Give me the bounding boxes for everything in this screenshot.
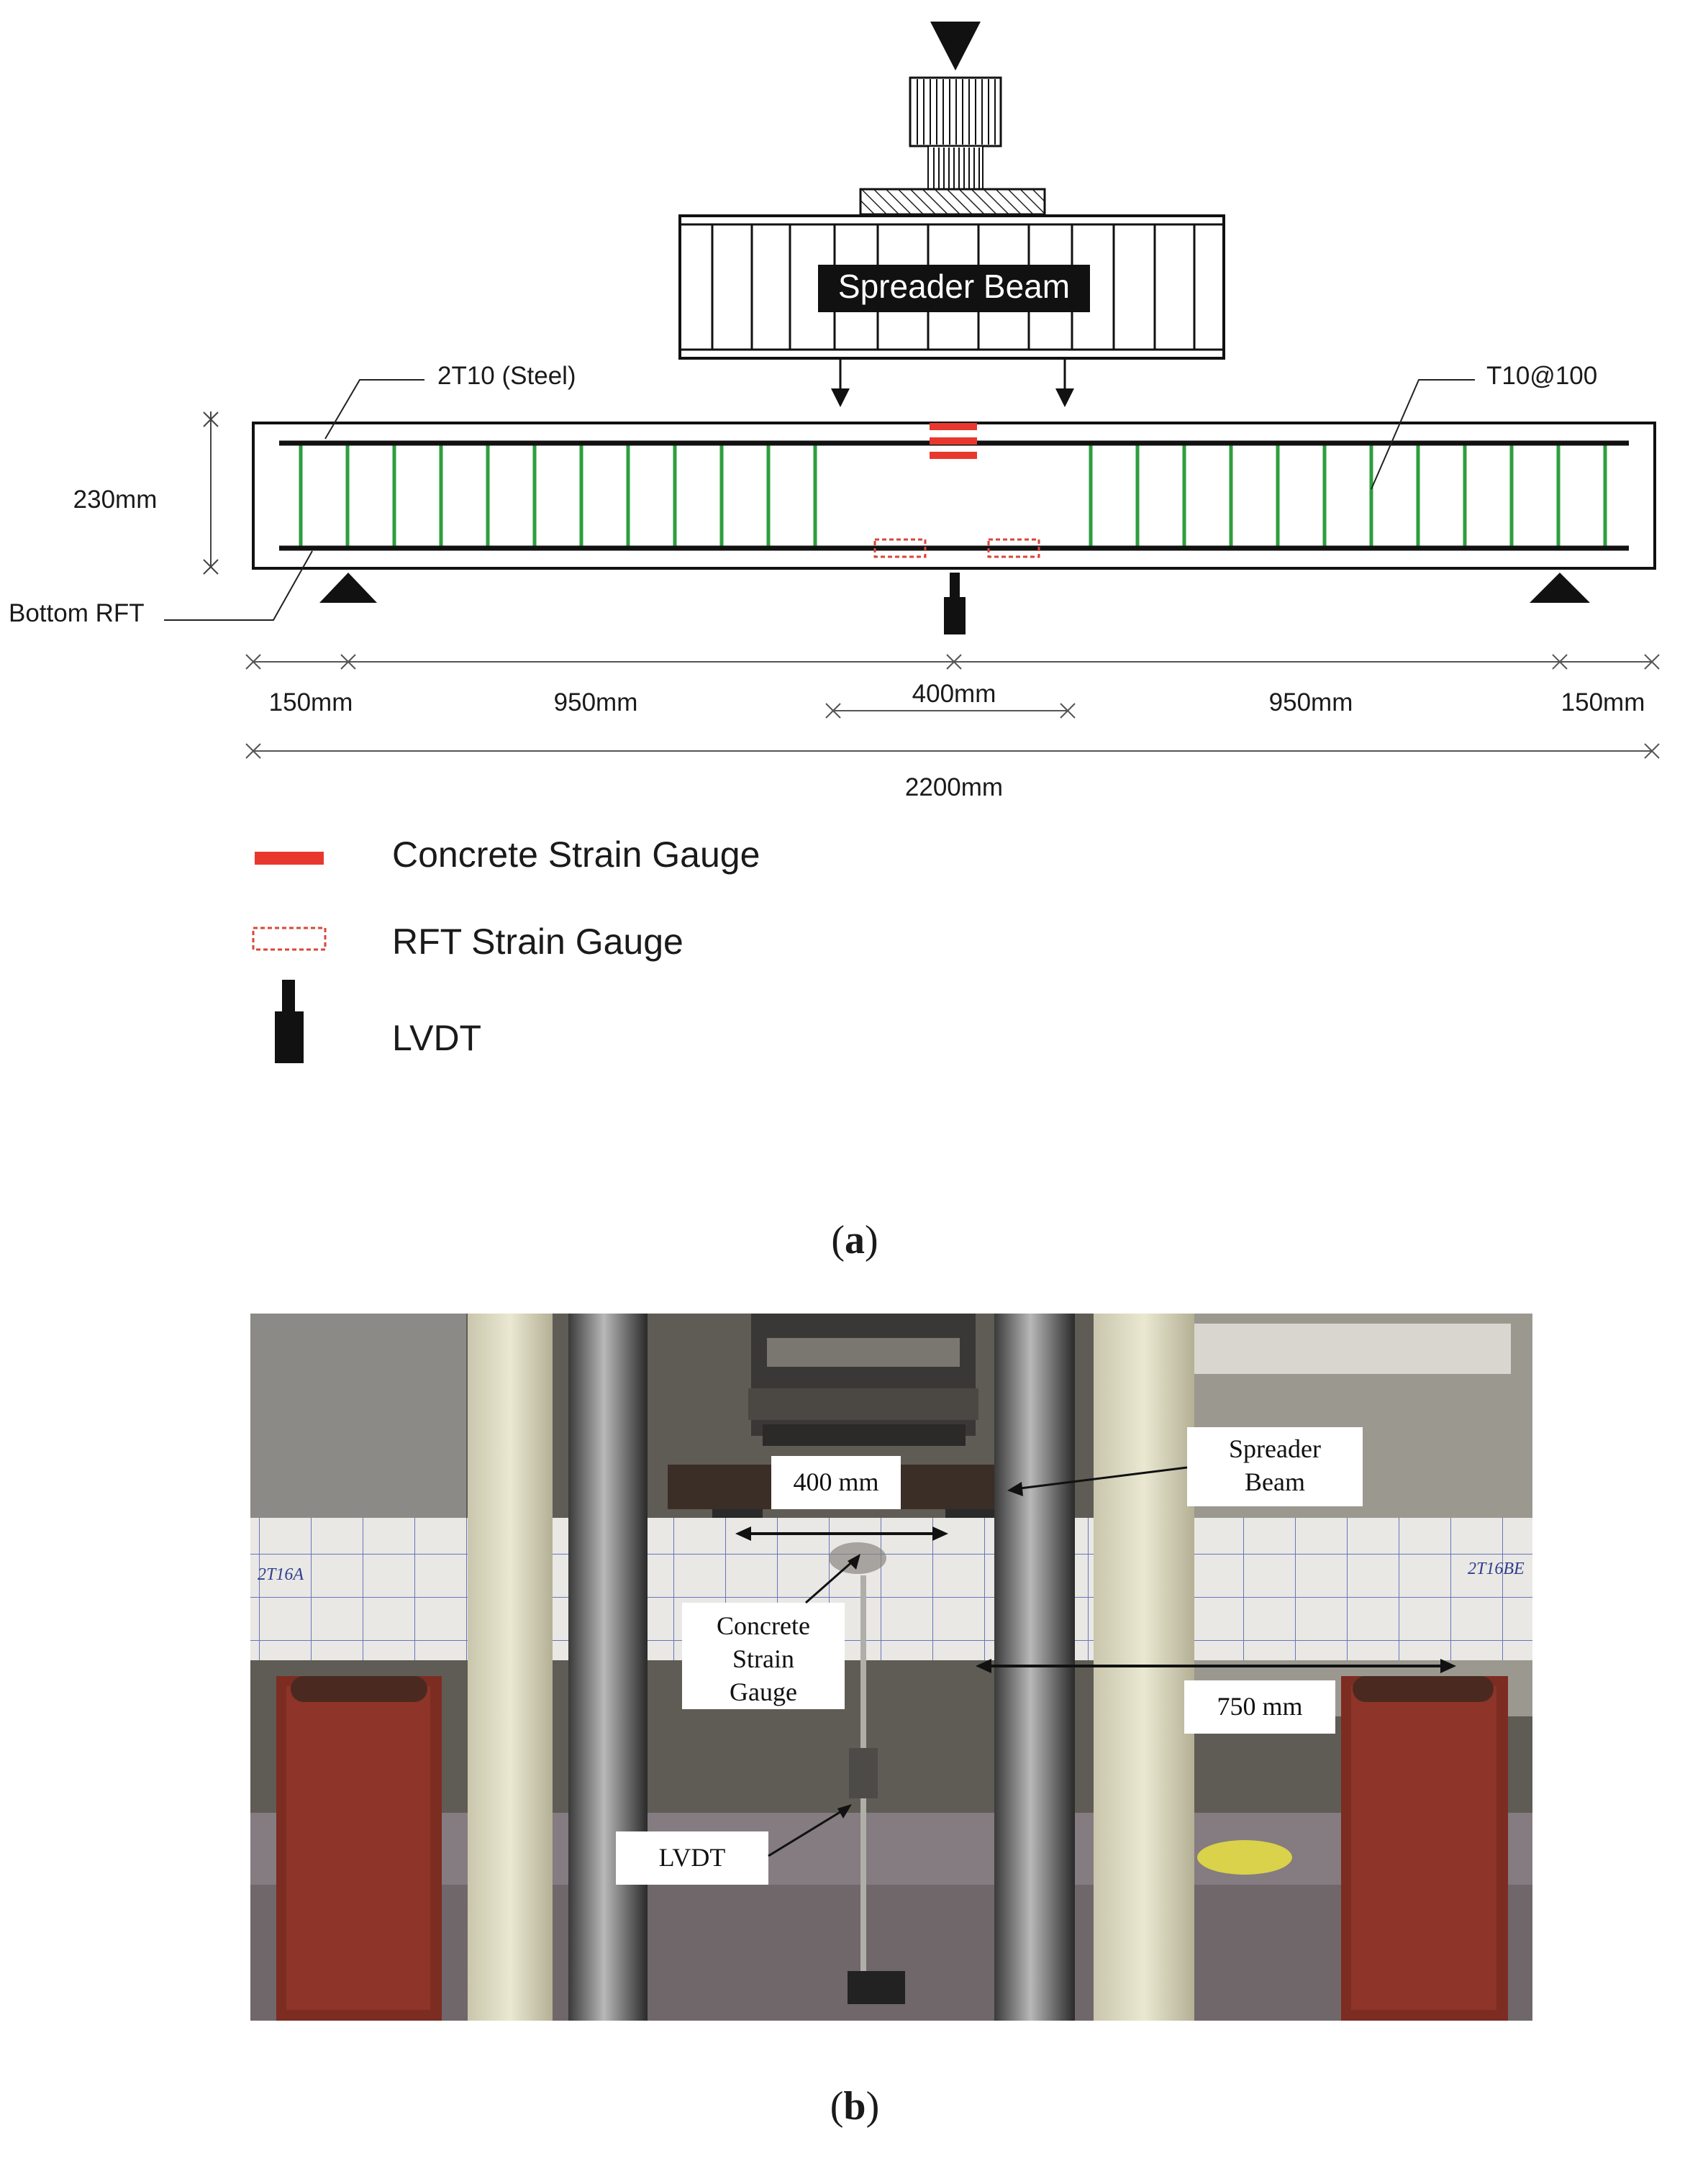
spreader-beam: Spreader Beam xyxy=(678,214,1225,360)
top-steel-label: 2T10 (Steel) xyxy=(437,362,576,390)
load-arrow-icon xyxy=(930,22,981,70)
stirrups xyxy=(299,442,1607,550)
callout-spreader-beam-line1: Spreader xyxy=(1229,1434,1321,1463)
callout-shear-span: 750 mm xyxy=(1184,1680,1335,1734)
legend-lvdt-icon xyxy=(275,980,304,1063)
callout-gauge-line1: Concrete xyxy=(717,1611,810,1640)
callout-gauge-line2: Strain xyxy=(732,1644,794,1673)
schematic-panel: Spreader Beam xyxy=(9,22,1660,1262)
dim-load-spacing: 400mm xyxy=(912,680,996,708)
legend-concrete-gauge-label: Concrete Strain Gauge xyxy=(392,834,760,875)
test-photo: 2T16A 2T16BE 400 mm xyxy=(250,1314,1532,2129)
bottom-rft-leader xyxy=(164,550,313,621)
depth-label: 230mm xyxy=(73,486,158,514)
stirrups-label: T10@100 xyxy=(1486,362,1597,390)
lvdt-icon xyxy=(944,573,966,634)
callout-shear-span-text: 750 mm xyxy=(1217,1692,1302,1721)
load-point-right xyxy=(1055,358,1074,407)
dim-total-length: 2200mm xyxy=(905,773,1003,801)
span-dimensions xyxy=(245,654,1660,759)
gauge-pointer xyxy=(805,1554,860,1604)
callout-gauge-line3: Gauge xyxy=(730,1678,797,1706)
callout-load-spacing-text: 400 mm xyxy=(793,1467,878,1496)
callout-lvdt-text: LVDT xyxy=(659,1843,726,1872)
dim-right-overhang: 150mm xyxy=(1561,688,1645,716)
callout-spreader-beam: Spreader Beam xyxy=(1187,1427,1363,1506)
beam-mark-right: 2T16BE xyxy=(1468,1560,1525,1578)
caption-b: (b) xyxy=(830,2084,879,2129)
legend-rft-gauge-swatch xyxy=(252,927,327,951)
callout-load-spacing: 400 mm xyxy=(771,1456,901,1509)
legend-concrete-gauge-swatch xyxy=(255,852,324,865)
legend-lvdt-label: LVDT xyxy=(392,1018,481,1058)
caption-a: (a) xyxy=(831,1218,878,1262)
shear-span-arrow xyxy=(976,1659,1456,1673)
rft-strain-gauge-right xyxy=(987,538,1040,558)
dim-left-shear-span: 950mm xyxy=(554,688,638,716)
legend: Concrete Strain Gauge RFT Strain Gauge L… xyxy=(252,834,760,1063)
callout-spreader-beam-line2: Beam xyxy=(1245,1467,1305,1496)
concrete-strain-gauges xyxy=(930,423,977,459)
stirrups-leader xyxy=(1371,379,1475,490)
top-steel-leader xyxy=(324,379,424,440)
callout-concrete-gauge: Concrete Strain Gauge xyxy=(682,1603,845,1709)
left-support-icon xyxy=(319,573,377,603)
bottom-rft-label: Bottom RFT xyxy=(9,599,145,627)
load-spacing-arrow xyxy=(735,1526,948,1541)
dim-right-shear-span: 950mm xyxy=(1269,688,1353,716)
loading-plate xyxy=(859,188,1046,216)
right-support-icon xyxy=(1530,573,1590,603)
spreader-beam-pointer xyxy=(1007,1466,1188,1496)
dim-left-overhang: 150mm xyxy=(269,688,353,716)
callout-lvdt: LVDT xyxy=(616,1831,768,1885)
beam-mark-left: 2T16A xyxy=(258,1565,304,1584)
legend-rft-gauge-label: RFT Strain Gauge xyxy=(392,921,683,962)
spreader-beam-label: Spreader Beam xyxy=(838,268,1070,305)
rft-strain-gauge-left xyxy=(873,538,927,558)
hydraulic-ram xyxy=(909,76,1002,190)
load-point-left xyxy=(831,358,850,407)
depth-dimension xyxy=(203,411,219,575)
lvdt-pointer xyxy=(768,1804,852,1857)
